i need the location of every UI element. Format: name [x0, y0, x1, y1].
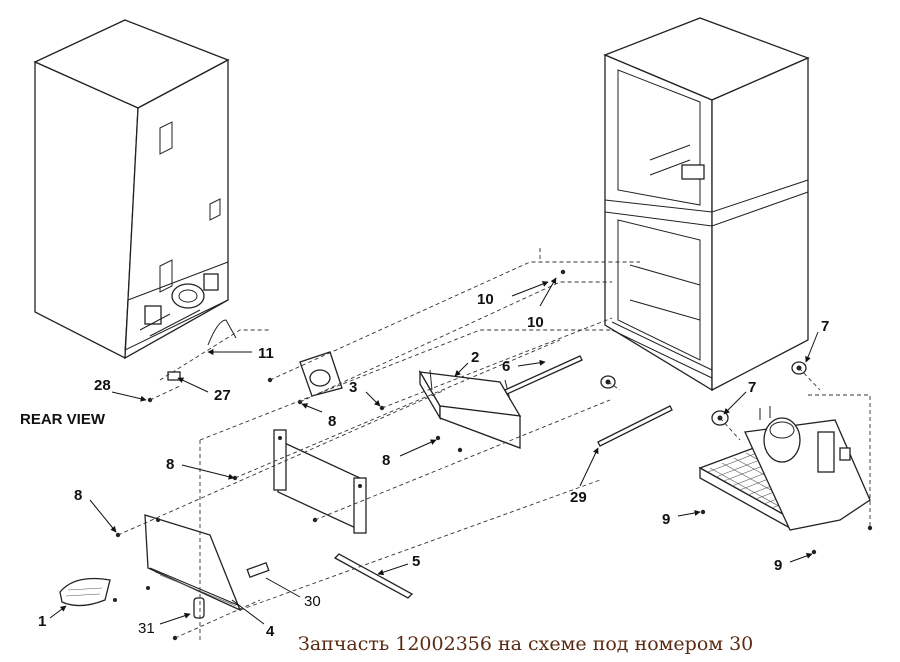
part-30-clip: [246, 561, 270, 579]
callout-2: 2: [471, 349, 479, 366]
part-1-grille: [59, 577, 111, 607]
callout-29: 29: [570, 489, 587, 506]
front-cabinet: [603, 17, 810, 392]
callout-11: 11: [258, 345, 274, 362]
rear-view-fridge: [33, 19, 230, 360]
callout-1: 1: [38, 613, 46, 630]
part-29-rod: [597, 405, 673, 447]
callout-7: 7: [821, 318, 829, 335]
part-4-front-panel: [144, 514, 242, 612]
rear-bracket: [273, 429, 367, 534]
part-6-rod: [504, 355, 583, 395]
callout-9: 9: [774, 557, 782, 574]
callout-10: 10: [527, 314, 544, 331]
part-31-spacer: [193, 597, 205, 619]
callout-8: 8: [74, 487, 82, 504]
fan-bracket: [299, 351, 343, 397]
callout-4: 4: [266, 623, 275, 640]
part-27-clip: [167, 371, 181, 381]
callout-6: 6: [502, 358, 510, 375]
part-11-tube: [207, 319, 237, 346]
compressor-assembly: [698, 406, 871, 531]
rear-view-label: REAR VIEW: [20, 411, 106, 428]
callout-31: 31: [138, 620, 155, 637]
part-5-rod: [333, 553, 414, 599]
part-caption: Запчасть 12002356 на схеме под номером 3…: [298, 633, 753, 655]
callout-5: 5: [412, 553, 420, 570]
callout-9: 9: [662, 511, 670, 528]
callout-27: 27: [214, 387, 231, 404]
callout-7: 7: [748, 379, 756, 396]
callout-3: 3: [349, 379, 357, 396]
callout-8: 8: [382, 452, 390, 469]
part-2-channel: [418, 369, 522, 449]
callout-8: 8: [166, 456, 174, 473]
callout-28: 28: [94, 377, 111, 394]
callout-10: 10: [477, 291, 494, 308]
callout-8: 8: [328, 413, 336, 430]
callout-leaders: [49, 277, 819, 625]
assembly-lines: [117, 248, 871, 640]
callout-30: 30: [304, 593, 321, 610]
